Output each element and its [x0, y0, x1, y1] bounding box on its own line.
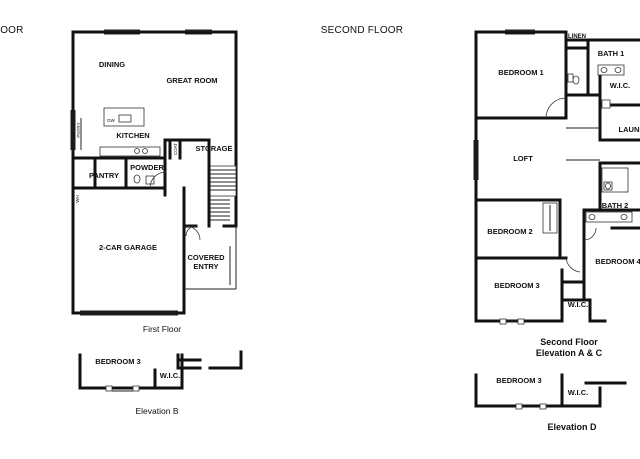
room-label-bath2: BATH 2	[602, 201, 629, 210]
room-label-laundry: LAUNI	[619, 125, 640, 134]
room-label-bedroom3: BEDROOM 3	[494, 281, 539, 290]
first-floor-caption: First Floor	[143, 324, 181, 334]
room-label-wic3: W.I.C.	[568, 300, 588, 309]
elevation-d-plan: BEDROOM 3 W.I.C. Elevation D	[474, 373, 627, 432]
dishwasher-label: DW	[107, 118, 115, 123]
room-label-great-room: GREAT ROOM	[166, 76, 217, 85]
water-heater-label: WH	[75, 195, 80, 203]
second-floor-header: SECOND FLOOR	[321, 25, 403, 36]
elevation-b-wic-label: W.I.C.	[160, 371, 180, 380]
elevation-b-bedroom-label: BEDROOM 3	[95, 357, 140, 366]
room-label-covered-entry-line1: COVERED	[187, 253, 225, 262]
elevation-d-caption: Elevation D	[547, 422, 597, 432]
room-label-bedroom4: BEDROOM 4	[595, 257, 640, 266]
second-floor-caption-line1: Second Floor	[540, 337, 598, 347]
room-label-covered-entry-line2: ENTRY	[193, 262, 218, 271]
elevation-d-bedroom-label: BEDROOM 3	[496, 376, 541, 385]
room-label-storage: STORAGE	[196, 144, 233, 153]
second-floor-caption-line2: Elevation A & C	[536, 348, 603, 358]
room-label-loft: LOFT	[513, 154, 533, 163]
room-label-bedroom1: BEDROOM 1	[498, 68, 543, 77]
elevation-d-wic-label: W.I.C.	[568, 388, 588, 397]
elevation-b-caption: Elevation B	[136, 406, 179, 416]
room-label-kitchen: KITCHEN	[116, 131, 149, 140]
room-label-dining: DINING	[99, 60, 125, 69]
first-floor-plan: DINING GREAT ROOM KITCHEN DW PNTRY COAT …	[70, 29, 238, 334]
room-label-bedroom2: BEDROOM 2	[487, 227, 532, 236]
pantry-small-label: PNTRY	[76, 122, 81, 137]
room-label-wic1: W.I.C.	[610, 81, 630, 90]
room-label-garage: 2-CAR GARAGE	[99, 243, 157, 252]
room-label-pantry: PANTRY	[89, 171, 119, 180]
linen-closet-label: LINEN	[568, 34, 586, 40]
room-label-bath1: BATH 1	[598, 49, 625, 58]
elevation-b-plan: BEDROOM 3 W.I.C. Elevation B	[78, 350, 243, 416]
coat-closet-label: COAT	[173, 143, 178, 155]
second-floor-plan: LINEN BATH 1 BEDROOM 1 W.I.C. LAUNI LOFT…	[473, 29, 640, 358]
first-floor-header: LOOR	[0, 25, 24, 36]
room-label-powder: POWDER	[130, 163, 164, 172]
